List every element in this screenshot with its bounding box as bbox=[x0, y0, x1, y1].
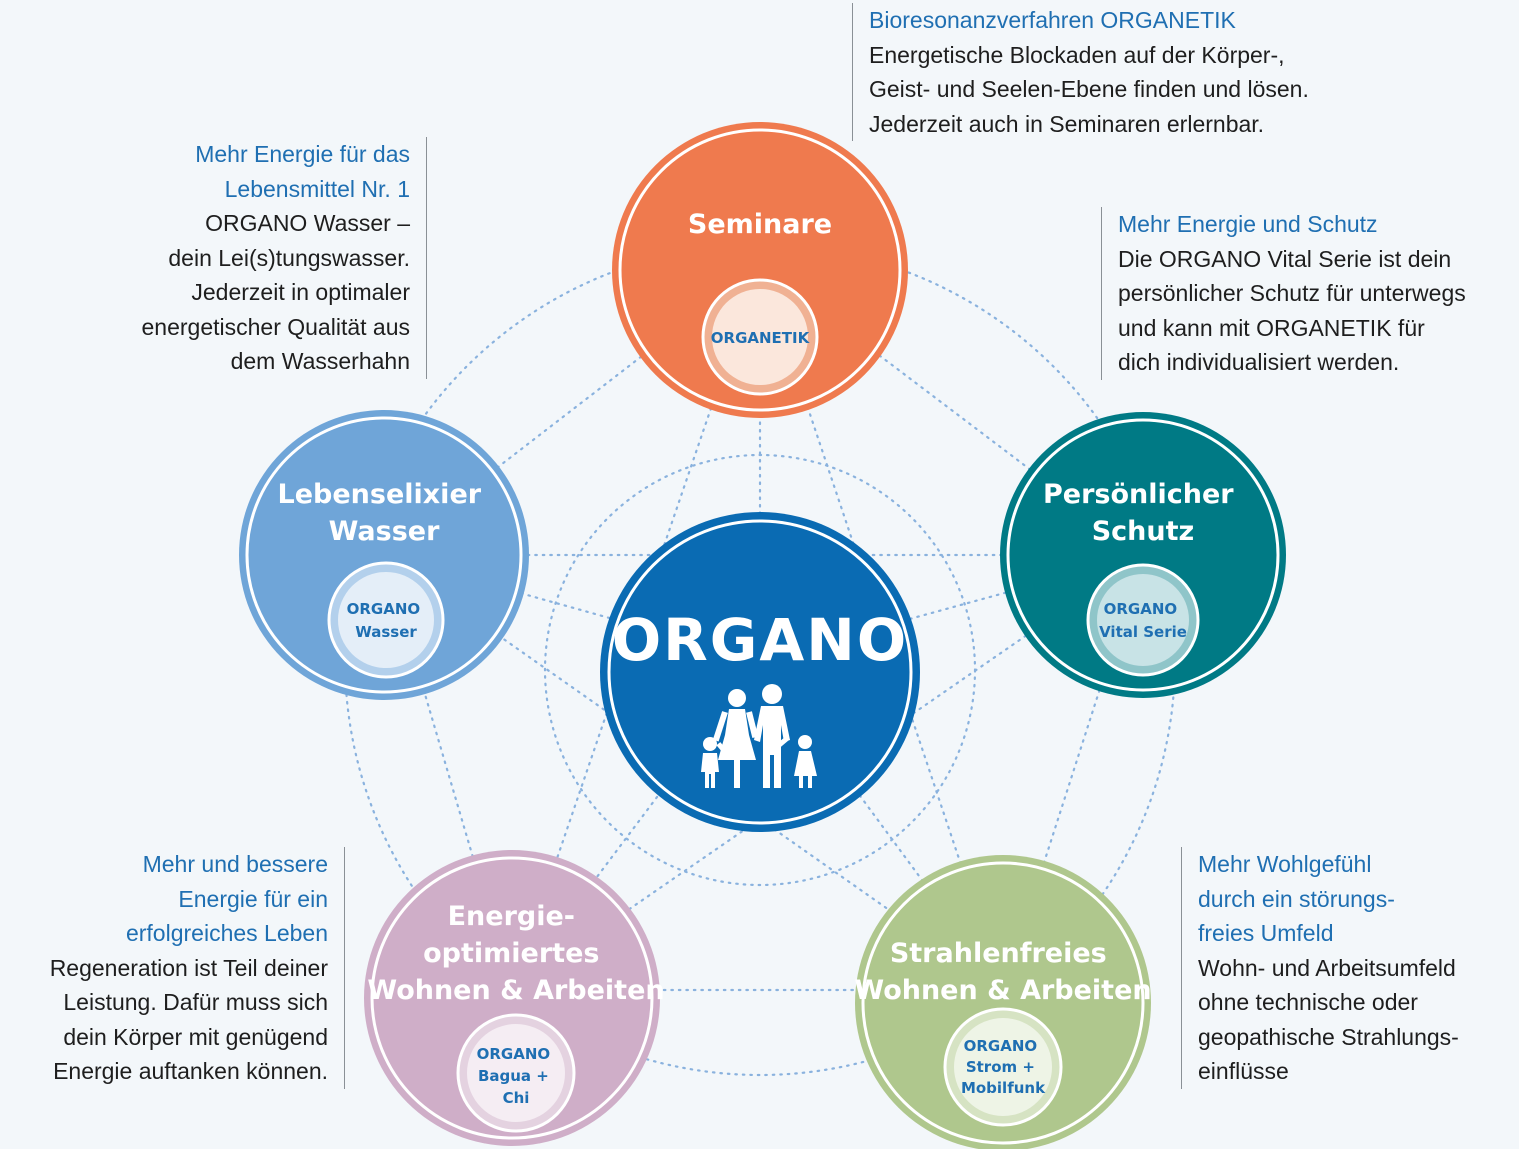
node-circle bbox=[1006, 418, 1280, 692]
node-inner-label: ORGANO Wasser bbox=[347, 600, 426, 641]
node-lebenselixier-wasser: Lebenselixier Wasser ORGANO Wasser bbox=[239, 410, 529, 700]
note-upper-left: Mehr Energie für das Lebensmittel Nr. 1 … bbox=[141, 137, 427, 379]
node-circle bbox=[618, 128, 902, 412]
note-heading: Mehr Energie und Schutz bbox=[1118, 211, 1378, 237]
note-body: ORGANO Wasser – dein Lei(s)tungswasser. … bbox=[141, 210, 411, 374]
node-title: Seminare bbox=[688, 209, 832, 240]
note-heading: Mehr und bessere Energie für ein erfolgr… bbox=[125, 851, 328, 946]
center-organo: ORGANO bbox=[600, 512, 920, 832]
node-title: Persönlicher Schutz bbox=[1043, 479, 1243, 547]
note-lower-right: Mehr Wohlgefühl durch ein störungs- frei… bbox=[1181, 847, 1459, 1089]
node-title: Lebenselixier Wasser bbox=[278, 479, 491, 547]
node-persoenlicher-schutz: Persönlicher Schutz ORGANO Vital Serie bbox=[1000, 412, 1286, 698]
note-upper-right: Mehr Energie und Schutz Die ORGANO Vital… bbox=[1101, 207, 1466, 380]
node-inner-circle bbox=[954, 1018, 1052, 1116]
node-circle bbox=[370, 856, 654, 1140]
node-strahlenfreies-wohnen: Strahlenfreies Wohnen & Arbeiten ORGANO … bbox=[854, 855, 1152, 1149]
note-body: Die ORGANO Vital Serie ist dein persönli… bbox=[1118, 245, 1466, 376]
note-heading: Mehr Energie für das Lebensmittel Nr. 1 bbox=[195, 141, 410, 202]
node-title: Energie- optimiertes Wohnen & Arbeiten bbox=[367, 901, 664, 1006]
node-inner-circle bbox=[712, 289, 808, 385]
node-inner-circle bbox=[467, 1024, 565, 1122]
node-inner-label: ORGANETIK bbox=[711, 329, 811, 347]
node-seminare: Seminare ORGANETIK bbox=[612, 122, 908, 418]
center-circle bbox=[607, 519, 913, 825]
node-inner-circle bbox=[338, 572, 434, 668]
node-title: Strahlenfreies Wohnen & Arbeiten bbox=[854, 938, 1151, 1006]
note-body: Energetische Blockaden auf der Körper-, … bbox=[869, 41, 1309, 137]
center-title: ORGANO bbox=[612, 606, 908, 674]
node-inner-label: ORGANO Strom + Mobilfunk bbox=[961, 1037, 1046, 1097]
note-lower-left: Mehr und bessere Energie für ein erfolgr… bbox=[50, 847, 345, 1089]
node-circle bbox=[245, 416, 523, 694]
node-inner-label: ORGANO Bagua + Chi bbox=[477, 1045, 556, 1107]
node-inner-circle bbox=[1097, 574, 1189, 666]
note-body: Wohn- und Arbeitsumfeld ohne technische … bbox=[1198, 954, 1459, 1085]
note-body: Regeneration ist Teil deiner Leistung. D… bbox=[49, 954, 328, 1085]
node-inner-label: ORGANO Vital Serie bbox=[1099, 600, 1187, 641]
family-icon bbox=[701, 684, 817, 788]
note-top: Bioresonanzverfahren ORGANETIK Energetis… bbox=[852, 3, 1309, 141]
spoke-wasser bbox=[382, 553, 762, 662]
node-circle bbox=[861, 861, 1145, 1145]
note-heading: Mehr Wohlgefühl durch ein störungs- frei… bbox=[1198, 851, 1395, 946]
note-heading: Bioresonanzverfahren ORGANETIK bbox=[869, 7, 1236, 33]
node-energieoptimiertes-wohnen: Energie- optimiertes Wohnen & Arbeiten O… bbox=[364, 850, 665, 1146]
